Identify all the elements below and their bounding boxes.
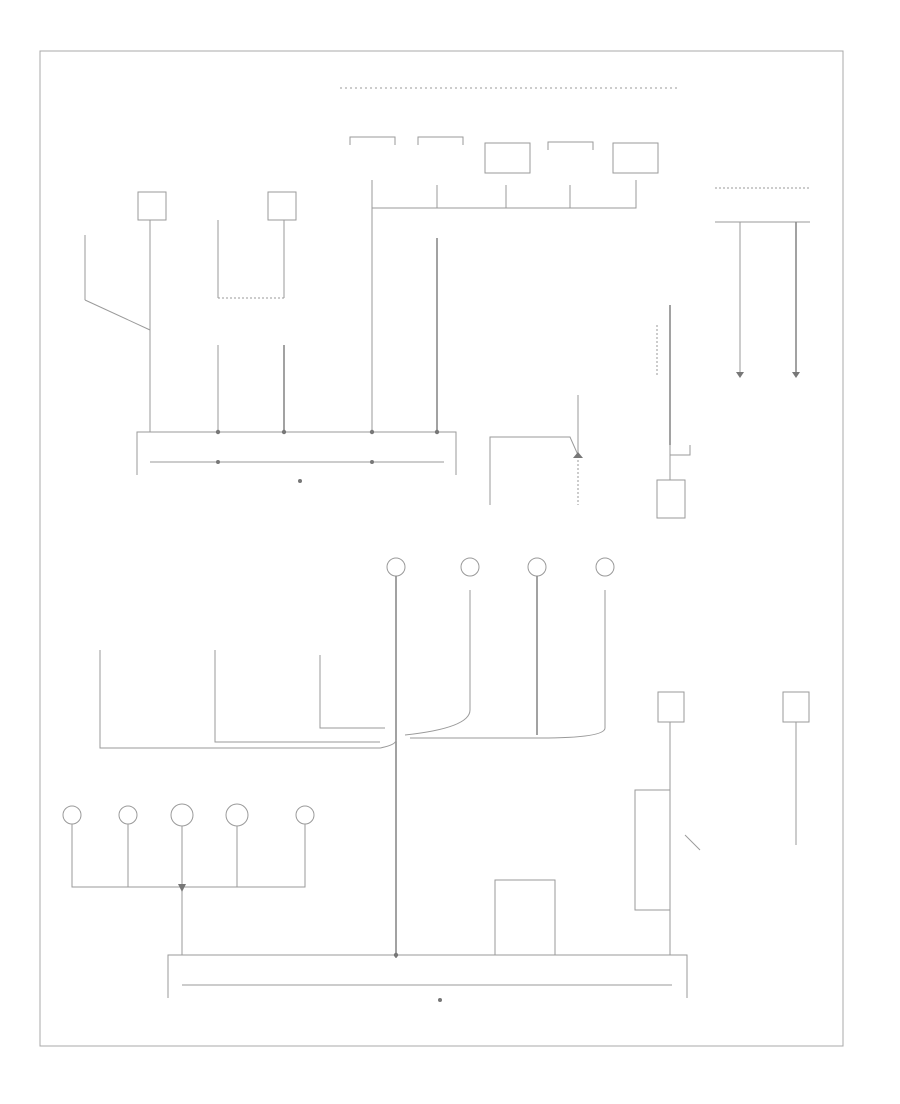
right-splice-block xyxy=(634,789,671,911)
lamp-icon xyxy=(62,805,82,825)
left-component-2 xyxy=(137,191,167,221)
lower-lamp-splice xyxy=(71,824,306,888)
left-splice-loop-2 xyxy=(214,735,380,743)
right-mid-component-2 xyxy=(782,691,810,723)
top-component-2 xyxy=(417,136,464,145)
left-component-4 xyxy=(267,191,297,221)
lamp-4-wire xyxy=(410,590,606,739)
top-component-5 xyxy=(612,142,659,174)
terminal-arrow xyxy=(736,372,744,378)
upper-ground-section xyxy=(84,136,659,483)
splice-dot xyxy=(215,429,221,435)
bottom-center-connector xyxy=(494,879,556,955)
right-component-box xyxy=(656,479,686,519)
left-lamp-wire-3 xyxy=(319,655,385,729)
right-loop-wire xyxy=(489,436,579,505)
lamp-icon xyxy=(460,557,480,577)
lamp-icon xyxy=(118,805,138,825)
left-wire-1-diag xyxy=(84,299,151,331)
splice-dot xyxy=(393,952,399,958)
right-leader xyxy=(684,834,701,851)
splice-dot xyxy=(281,429,287,435)
top-component-3 xyxy=(484,142,531,174)
lamp-icon xyxy=(595,557,615,577)
splice-dot xyxy=(216,460,220,464)
splice-dot xyxy=(369,429,375,435)
top-component-1 xyxy=(349,136,396,145)
right-middle-section xyxy=(634,691,810,955)
ground-marker xyxy=(438,998,442,1002)
right-wire-2-end xyxy=(669,445,691,456)
left-splice-loop-1 xyxy=(99,735,397,749)
terminal-arrow xyxy=(792,372,800,378)
splice-dot xyxy=(370,460,374,464)
splice-arrow xyxy=(178,884,186,892)
lamp-icon xyxy=(170,803,194,827)
bottom-center-section xyxy=(494,879,556,955)
top-component-4 xyxy=(547,141,594,150)
lamp-icon xyxy=(386,557,406,577)
splice-arrow xyxy=(573,452,583,458)
lower-ground-bus xyxy=(167,954,688,998)
ground-marker xyxy=(298,479,302,483)
lower-ground-section xyxy=(167,952,688,1002)
upper-ground-bus xyxy=(136,431,457,475)
lamp-icon xyxy=(225,803,249,827)
splice-dot xyxy=(434,429,440,435)
middle-lamp-section xyxy=(99,557,615,958)
right-upper-section xyxy=(489,187,810,519)
lamp-icon xyxy=(295,805,315,825)
top-splice-wire xyxy=(371,180,637,209)
lower-lamp-section xyxy=(62,803,315,955)
right-mid-component-1 xyxy=(657,691,685,723)
diagram-frame xyxy=(39,50,844,1047)
lamp-icon xyxy=(527,557,547,577)
lamp-2-wire xyxy=(404,590,471,736)
